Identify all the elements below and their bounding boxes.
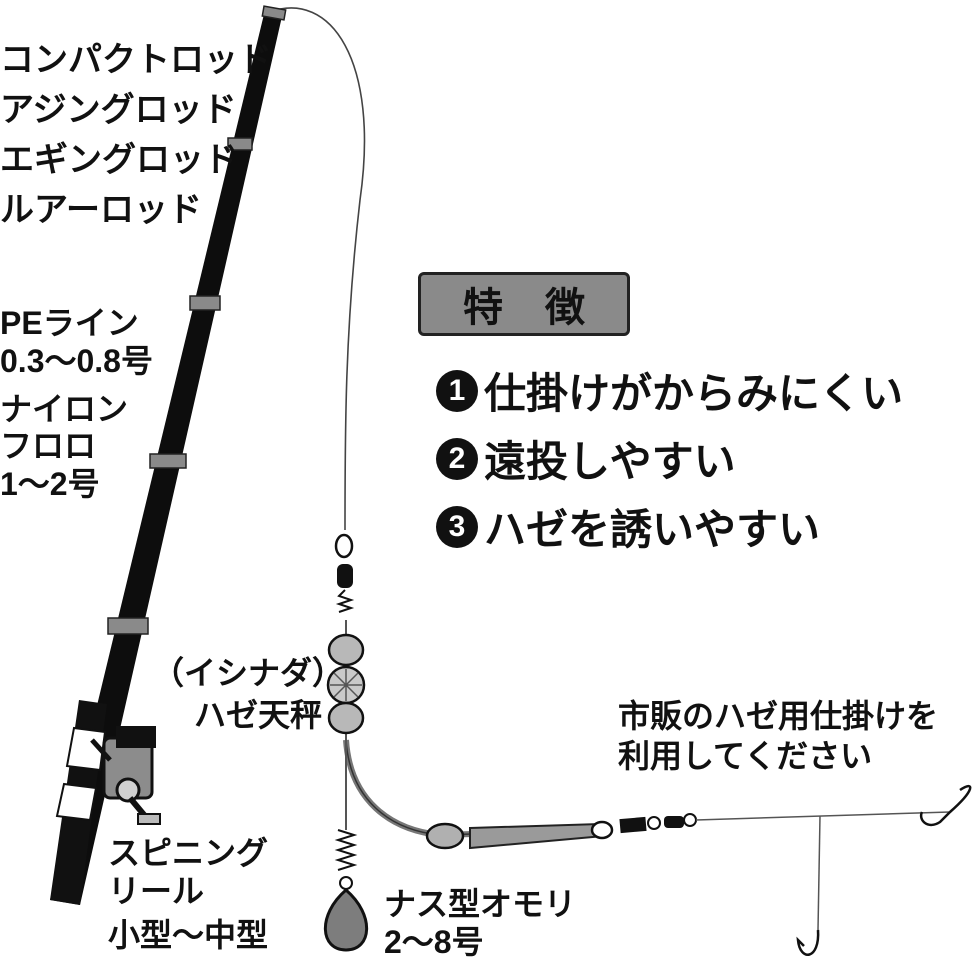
feature-text: ハゼを誘いやすい	[484, 506, 821, 553]
number-badge: 1	[436, 369, 478, 412]
tenbin-arm	[343, 739, 601, 839]
line-label: フロロ	[0, 428, 97, 465]
feature-text: 遠投しやすい	[484, 438, 736, 485]
sinker-label: 2〜8号	[384, 923, 484, 960]
reel-label: リール	[108, 872, 205, 909]
rig-note-line: 利用してください	[618, 737, 873, 774]
rig-note: 市販のハゼ用仕掛けを 利用してください	[618, 698, 938, 776]
rig-note-line: 市販のハゼ用仕掛けを	[618, 698, 939, 734]
tenbin-label: ハゼ天秤	[193, 696, 322, 733]
line-label: 1〜2号	[0, 466, 100, 502]
feature-item-2: 2 遠投しやすい	[436, 428, 736, 489]
rod-label: アジングロッド	[0, 91, 237, 130]
spinning-reel-icon	[90, 726, 161, 825]
tenbin-labels: （イシナダ） ハゼ天秤	[152, 655, 344, 735]
feature-item-1: 1 仕掛けがからみにくい	[436, 360, 903, 421]
line-label: ナイロン	[0, 390, 129, 427]
feature-item-3: 3 ハゼを誘いやすい	[436, 496, 820, 557]
features-heading: 特徴	[463, 286, 627, 330]
feature-text: 仕掛けがからみにくい	[484, 370, 904, 417]
arm-bead	[425, 822, 465, 850]
spring	[334, 829, 358, 871]
reel-label: スピニング	[108, 835, 269, 871]
number-badge: 2	[436, 437, 478, 480]
sinker-labels: ナス型オモリ 2〜8号	[384, 886, 576, 962]
main-line	[269, 7, 366, 531]
rod-labels: コンパクトロッド アジングロッド エギングロッド ルアーロッド	[0, 40, 272, 230]
swivel-icon	[334, 533, 355, 613]
features-heading-badge: 特徴	[418, 272, 630, 336]
reel-labels: スピニング リール 小型〜中型	[108, 835, 268, 954]
line-labels: PEライン 0.3〜0.8号 ナイロン フロロ 1〜2号	[0, 305, 153, 504]
sinker-icon	[323, 888, 369, 952]
number-badge: 3	[436, 505, 478, 548]
rod-label: エギングロッド	[0, 141, 238, 180]
beads-icon	[326, 620, 366, 760]
hook-icon	[796, 784, 972, 956]
line-label: PEライン	[0, 305, 139, 341]
line-label: 0.3〜0.8号	[0, 342, 153, 379]
fishing-rod-icon	[50, 5, 287, 905]
sinker-label: ナス型オモリ	[384, 886, 577, 922]
reel-label: 小型〜中型	[108, 916, 269, 953]
tenbin-label: （イシナダ）	[152, 655, 345, 691]
rod-label: コンパクトロッド	[0, 41, 272, 79]
rod-label: ルアーロッド	[0, 191, 202, 230]
